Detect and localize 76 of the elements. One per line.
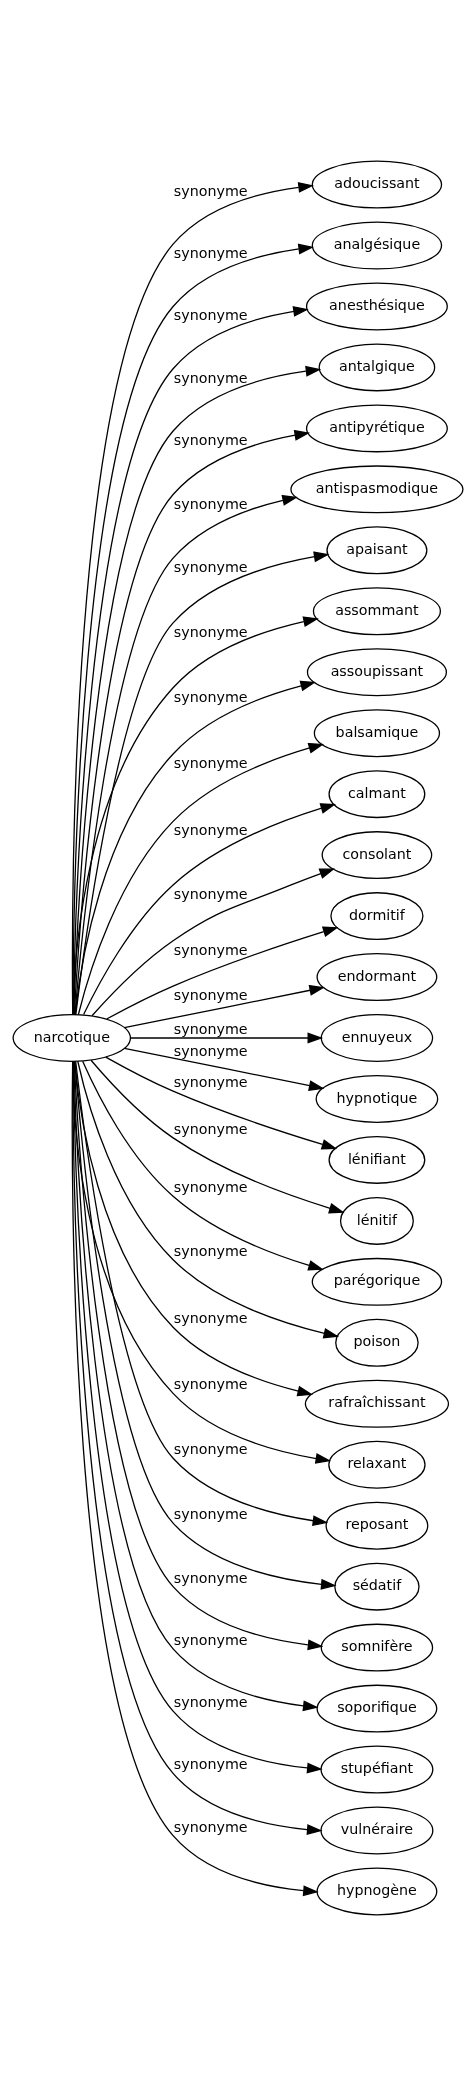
edge-label: synonyme <box>173 1818 248 1835</box>
arrow <box>129 1032 324 1043</box>
node-ellipse: assoupissant <box>306 647 447 696</box>
node-ellipse: rafraîchissant <box>304 1379 450 1428</box>
arrow <box>77 742 325 1015</box>
edge-label: synonyme <box>173 885 248 902</box>
edge-label: synonyme <box>173 754 248 771</box>
node-ellipse: sédatif <box>334 1562 420 1611</box>
edge-label: synonyme <box>173 1505 248 1522</box>
arrow <box>74 1060 313 1396</box>
arrow <box>77 1060 340 1339</box>
edge-label: synonyme <box>173 688 248 705</box>
node-ellipse: lénitif <box>339 1196 414 1245</box>
edge-label: synonyme <box>173 1693 248 1710</box>
arrow <box>82 1060 324 1271</box>
node-ellipse: endormant <box>316 952 438 1001</box>
edge-label: synonyme <box>173 1120 248 1137</box>
arrow <box>91 868 336 1016</box>
node-ellipse: lénifiant <box>328 1135 426 1184</box>
node-ellipse: narcotique <box>12 1013 132 1062</box>
node-ellipse: balsamique <box>313 708 441 757</box>
edge-label: synonyme <box>173 1440 248 1457</box>
node-ellipse: hypnotique <box>315 1074 439 1123</box>
edge-label: synonyme <box>173 1755 248 1772</box>
arrow <box>72 1060 332 1464</box>
edge-label: synonyme <box>173 1631 248 1648</box>
edge-label: synonyme <box>173 431 248 448</box>
node-ellipse: stupéfiant <box>320 1745 434 1794</box>
edge-label: synonyme <box>173 244 248 261</box>
node-ellipse: apaisant <box>326 525 428 574</box>
node-ellipse: analgésique <box>311 221 443 269</box>
node-ellipse: ennuyeux <box>320 1013 434 1062</box>
node-ellipse: reposant <box>325 1501 429 1550</box>
arrow <box>123 1047 325 1091</box>
edge-label: synonyme <box>173 1309 248 1326</box>
arrow <box>75 1060 329 1526</box>
node-ellipse: parégorique <box>311 1257 443 1306</box>
arrow <box>105 1055 338 1150</box>
node-ellipse: antalgique <box>318 342 436 391</box>
edge-label: synonyme <box>173 941 248 958</box>
node-ellipse: antipyrétique <box>305 403 448 452</box>
node-ellipse: consolant <box>321 830 433 879</box>
node-ellipse: vulnéraire <box>320 1806 434 1854</box>
node-ellipse: dormitif <box>330 891 424 940</box>
edge-label: synonyme <box>173 821 248 838</box>
node-ellipse: poison <box>335 1318 419 1367</box>
node-ellipse: hypnogène <box>316 1866 438 1915</box>
edge-label: synonyme <box>173 1242 248 1259</box>
node-ellipse: assommant <box>312 586 441 635</box>
edge-label: synonyme <box>173 182 248 199</box>
edge-label: synonyme <box>173 623 248 640</box>
node-ellipse: somnifère <box>320 1623 434 1672</box>
edge-label: synonyme <box>173 1178 248 1195</box>
arrow <box>72 615 319 1015</box>
arrow <box>106 926 339 1020</box>
node-ellipse: calmant <box>328 769 426 818</box>
arrow <box>74 680 316 1015</box>
arrow <box>123 984 325 1028</box>
edge-label: synonyme <box>173 495 248 512</box>
edge-label: synonyme <box>173 1042 248 1059</box>
edge-label: synonyme <box>173 1073 248 1090</box>
arrow <box>90 1059 345 1213</box>
node-ellipse: anesthésique <box>305 281 448 330</box>
edge-label: synonyme <box>173 369 248 386</box>
arrow <box>82 802 336 1015</box>
node-ellipse: soporifique <box>316 1684 438 1733</box>
edge-label: synonyme <box>173 1569 248 1586</box>
edge-label: synonyme <box>173 558 248 575</box>
edge-label: synonyme <box>173 306 248 323</box>
edge-label: synonyme <box>173 1375 248 1392</box>
node-ellipse: antispasmodique <box>290 464 464 513</box>
arrow <box>75 550 330 1015</box>
edge-label: synonyme <box>173 986 248 1003</box>
edge-label: synonyme <box>173 1020 248 1037</box>
node-ellipse: adoucissant <box>311 160 443 209</box>
node-ellipse: relaxant <box>328 1440 426 1489</box>
